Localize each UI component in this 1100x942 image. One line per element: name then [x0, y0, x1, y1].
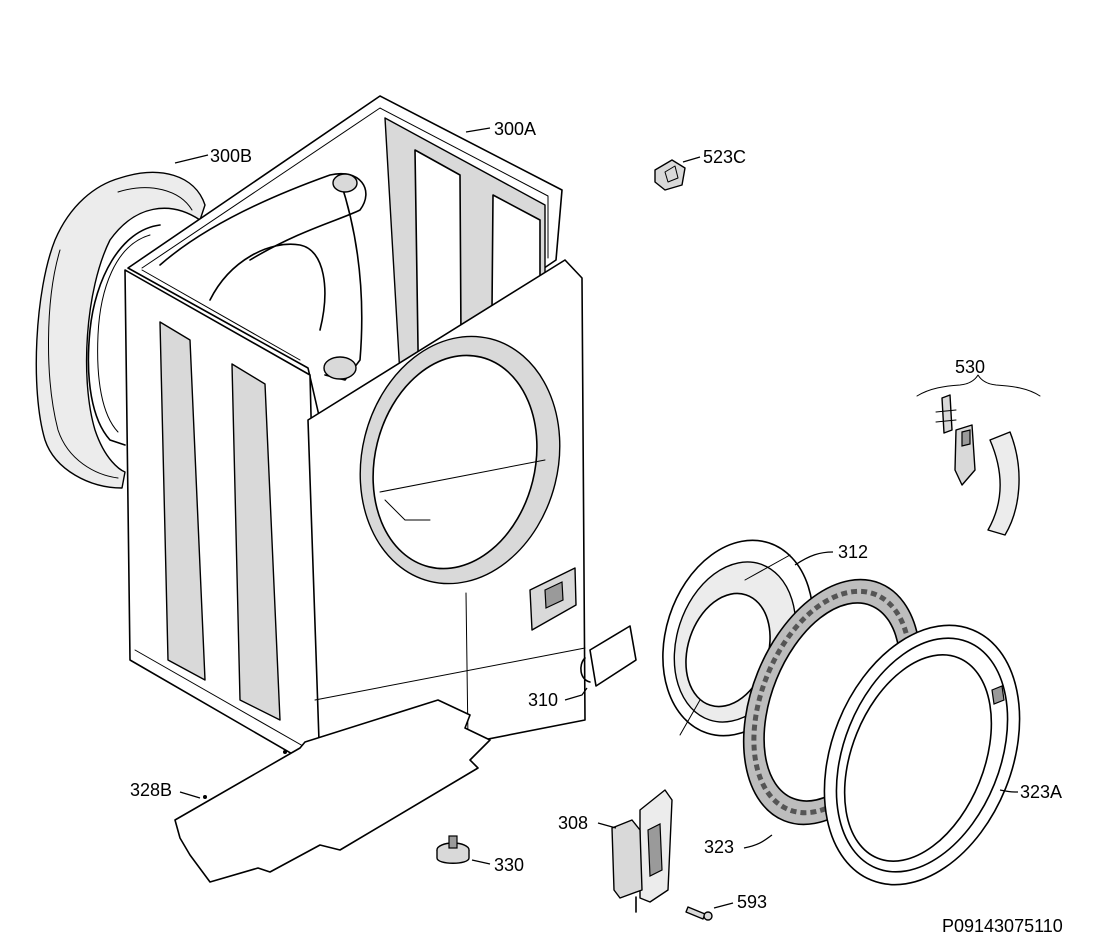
label-300B: 300B: [210, 146, 252, 166]
label-300A: 300A: [494, 119, 536, 139]
part-310-flap: [580, 625, 637, 687]
label-593: 593: [737, 892, 767, 912]
label-310: 310: [528, 690, 558, 710]
label-308: 308: [558, 813, 588, 833]
part-593-screw: [685, 906, 713, 921]
part-308-hinge: [611, 789, 673, 913]
part-323A-outer-frame: [823, 624, 1021, 886]
label-328B: 328B: [130, 780, 172, 800]
label-323A: 323A: [1020, 782, 1062, 802]
part-330-foot: [436, 835, 470, 864]
part-300B-rear-seal: [35, 171, 206, 489]
label-312: 312: [838, 542, 868, 562]
label-330: 330: [494, 855, 524, 875]
label-323: 323: [704, 837, 734, 857]
part-328B-base-plate: [174, 699, 491, 883]
part-300A-cabinet: [124, 95, 586, 771]
leader-lines: [174, 127, 1019, 909]
part-523C-clip: [654, 159, 686, 191]
label-523C: 523C: [703, 147, 746, 167]
label-530: 530: [955, 357, 985, 377]
drawing-code: P09143075110: [942, 916, 1063, 936]
part-530-handle: [916, 374, 1041, 536]
